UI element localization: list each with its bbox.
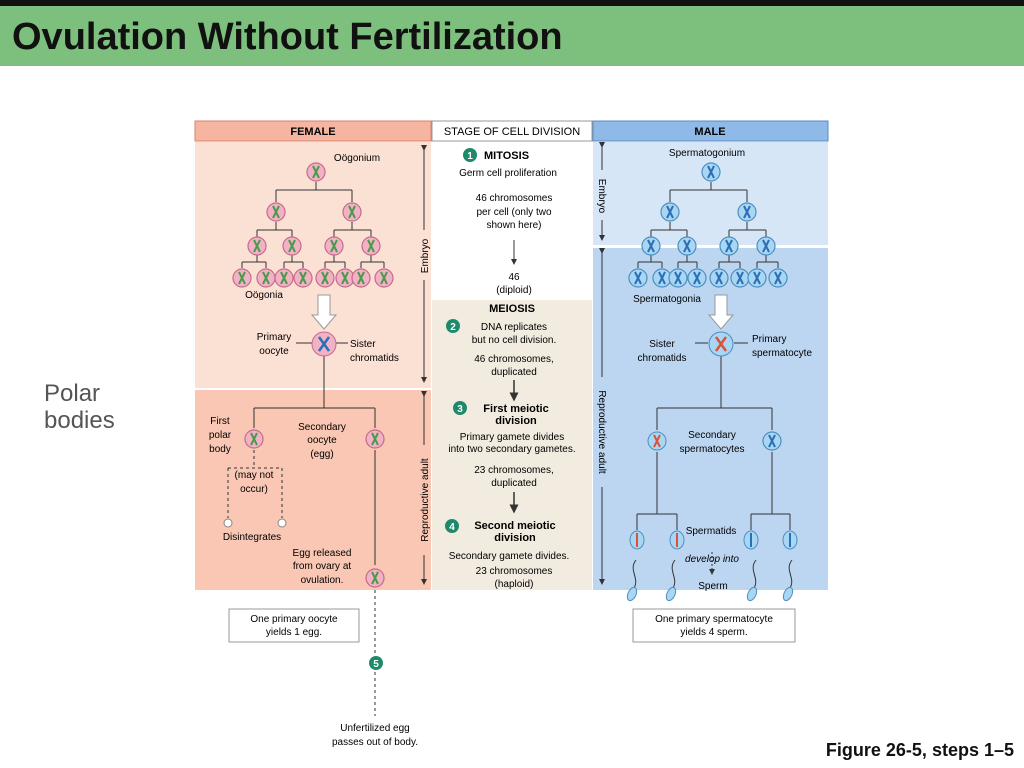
male-down-arrow bbox=[707, 294, 735, 330]
svg-text:passes out of body.: passes out of body. bbox=[332, 737, 418, 748]
svg-text:23 chromosomes,: 23 chromosomes, bbox=[474, 465, 553, 476]
polar-body-remnant bbox=[277, 518, 287, 528]
slide-title: Ovulation Without Fertilization bbox=[12, 16, 563, 58]
mitosis-desc: Germ cell proliferation bbox=[459, 168, 557, 179]
svg-text:body: body bbox=[209, 444, 231, 455]
svg-text:4: 4 bbox=[449, 522, 455, 533]
primary-oocyte-cell bbox=[311, 331, 337, 357]
svg-text:Primary: Primary bbox=[752, 334, 786, 345]
meiosis-panel bbox=[432, 300, 592, 590]
female-embryo-label: Embryo bbox=[420, 238, 431, 273]
svg-text:First meiotic: First meiotic bbox=[483, 403, 548, 415]
oogonium-label: Oögonium bbox=[334, 153, 380, 164]
disintegrates-label: Disintegrates bbox=[223, 532, 281, 543]
svg-text:Sister: Sister bbox=[649, 339, 675, 350]
svg-text:Sister: Sister bbox=[350, 339, 376, 350]
svg-text:2: 2 bbox=[450, 322, 456, 333]
svg-text:yields 1 egg.: yields 1 egg. bbox=[266, 627, 322, 638]
svg-text:46 chromosomes: 46 chromosomes bbox=[476, 193, 553, 204]
oogonia-label: Oögonia bbox=[245, 290, 283, 301]
meiosis-title: MEIOSIS bbox=[489, 303, 535, 315]
svg-text:duplicated: duplicated bbox=[491, 367, 537, 378]
develop-into-label: develop into bbox=[685, 554, 739, 565]
step-badge-3 bbox=[453, 401, 467, 415]
step-badge-5 bbox=[369, 656, 383, 670]
svg-text:(haploid): (haploid) bbox=[495, 579, 534, 590]
svg-text:Primary: Primary bbox=[257, 332, 291, 343]
svg-text:division: division bbox=[495, 415, 537, 427]
svg-text:(egg): (egg) bbox=[310, 449, 333, 460]
svg-text:Secondary gamete divides.: Secondary gamete divides. bbox=[449, 551, 570, 562]
female-header-bg bbox=[194, 120, 432, 142]
spermatid-cells bbox=[629, 530, 798, 550]
svg-text:Secondary: Secondary bbox=[298, 422, 346, 433]
male-embryo-label: Embryo bbox=[596, 179, 607, 214]
svg-text:chromatids: chromatids bbox=[638, 353, 687, 364]
figure-caption: Figure 26-5, steps 1–5 bbox=[825, 740, 1014, 760]
svg-text:occur): occur) bbox=[240, 484, 268, 495]
svg-text:Primary gamete divides: Primary gamete divides bbox=[460, 432, 564, 443]
male-summary-box bbox=[632, 608, 796, 643]
male-embryo-panel bbox=[593, 142, 828, 245]
svg-text:oocyte: oocyte bbox=[259, 346, 289, 357]
svg-text:One primary spermatocyte: One primary spermatocyte bbox=[655, 614, 773, 625]
svg-text:into two secondary gametes.: into two secondary gametes. bbox=[448, 444, 575, 455]
male-header-bg bbox=[592, 120, 829, 142]
female-adult-label: Reproductive adult bbox=[420, 458, 431, 542]
svg-text:(may not: (may not bbox=[235, 470, 274, 481]
female-down-arrow bbox=[310, 294, 338, 330]
secondary-spermatocyte-cell bbox=[647, 431, 667, 451]
svg-text:Secondary: Secondary bbox=[688, 430, 736, 441]
stage-header-bg bbox=[431, 120, 593, 142]
step-badge-4 bbox=[445, 519, 459, 533]
stage-header: STAGE OF CELL DIVISION bbox=[444, 126, 580, 138]
spermatogonia-label: Spermatogonia bbox=[633, 294, 701, 305]
svg-text:division: division bbox=[494, 532, 536, 544]
svg-text:3: 3 bbox=[457, 404, 463, 415]
title-bar: Ovulation Without Fertilization bbox=[0, 0, 1024, 66]
male-header: MALE bbox=[694, 126, 725, 138]
svg-text:Second meiotic: Second meiotic bbox=[474, 520, 555, 532]
svg-text:spermatocytes: spermatocytes bbox=[679, 444, 744, 455]
svg-text:from ovary at: from ovary at bbox=[293, 561, 352, 572]
mitosis-title: MITOSIS bbox=[484, 150, 529, 162]
svg-text:46 chromosomes,: 46 chromosomes, bbox=[474, 354, 553, 365]
svg-text:polar: polar bbox=[209, 430, 232, 441]
svg-text:46: 46 bbox=[508, 272, 520, 283]
sperm-cells bbox=[626, 559, 794, 602]
primary-spermatocyte-cell bbox=[708, 331, 734, 357]
polar-body-remnant bbox=[223, 518, 233, 528]
svg-text:spermatocyte: spermatocyte bbox=[752, 348, 812, 359]
svg-text:but no cell division.: but no cell division. bbox=[472, 335, 557, 346]
svg-text:ovulation.: ovulation. bbox=[301, 575, 344, 586]
svg-text:yields 4 sperm.: yields 4 sperm. bbox=[680, 627, 747, 638]
svg-text:duplicated: duplicated bbox=[491, 478, 537, 489]
svg-text:23 chromosomes: 23 chromosomes bbox=[476, 566, 553, 577]
female-adult-panel bbox=[195, 390, 431, 590]
svg-text:(diploid): (diploid) bbox=[496, 285, 532, 296]
step-badge-2 bbox=[446, 319, 460, 333]
svg-text:oocyte: oocyte bbox=[307, 435, 337, 446]
female-summary-box bbox=[228, 608, 360, 643]
sperm-label: Sperm bbox=[698, 581, 727, 592]
polar-bodies-label: Polar bodies bbox=[44, 380, 115, 434]
svg-text:shown here): shown here) bbox=[486, 220, 541, 231]
spermatids-label: Spermatids bbox=[686, 526, 737, 537]
svg-text:One primary oocyte: One primary oocyte bbox=[250, 614, 338, 625]
svg-text:Unfertilized egg: Unfertilized egg bbox=[340, 723, 409, 734]
svg-text:5: 5 bbox=[373, 659, 379, 670]
spermatogonium-label: Spermatogonium bbox=[669, 148, 745, 159]
svg-text:DNA replicates: DNA replicates bbox=[481, 322, 547, 333]
svg-text:per cell (only two: per cell (only two bbox=[476, 207, 551, 218]
svg-text:chromatids: chromatids bbox=[350, 353, 399, 364]
male-adult-label: Reproductive adult bbox=[596, 390, 607, 474]
svg-text:Egg released: Egg released bbox=[293, 548, 352, 559]
svg-text:First: First bbox=[210, 416, 230, 427]
female-header: FEMALE bbox=[290, 126, 335, 138]
step-badge-1 bbox=[463, 148, 477, 162]
svg-text:1: 1 bbox=[467, 151, 473, 162]
